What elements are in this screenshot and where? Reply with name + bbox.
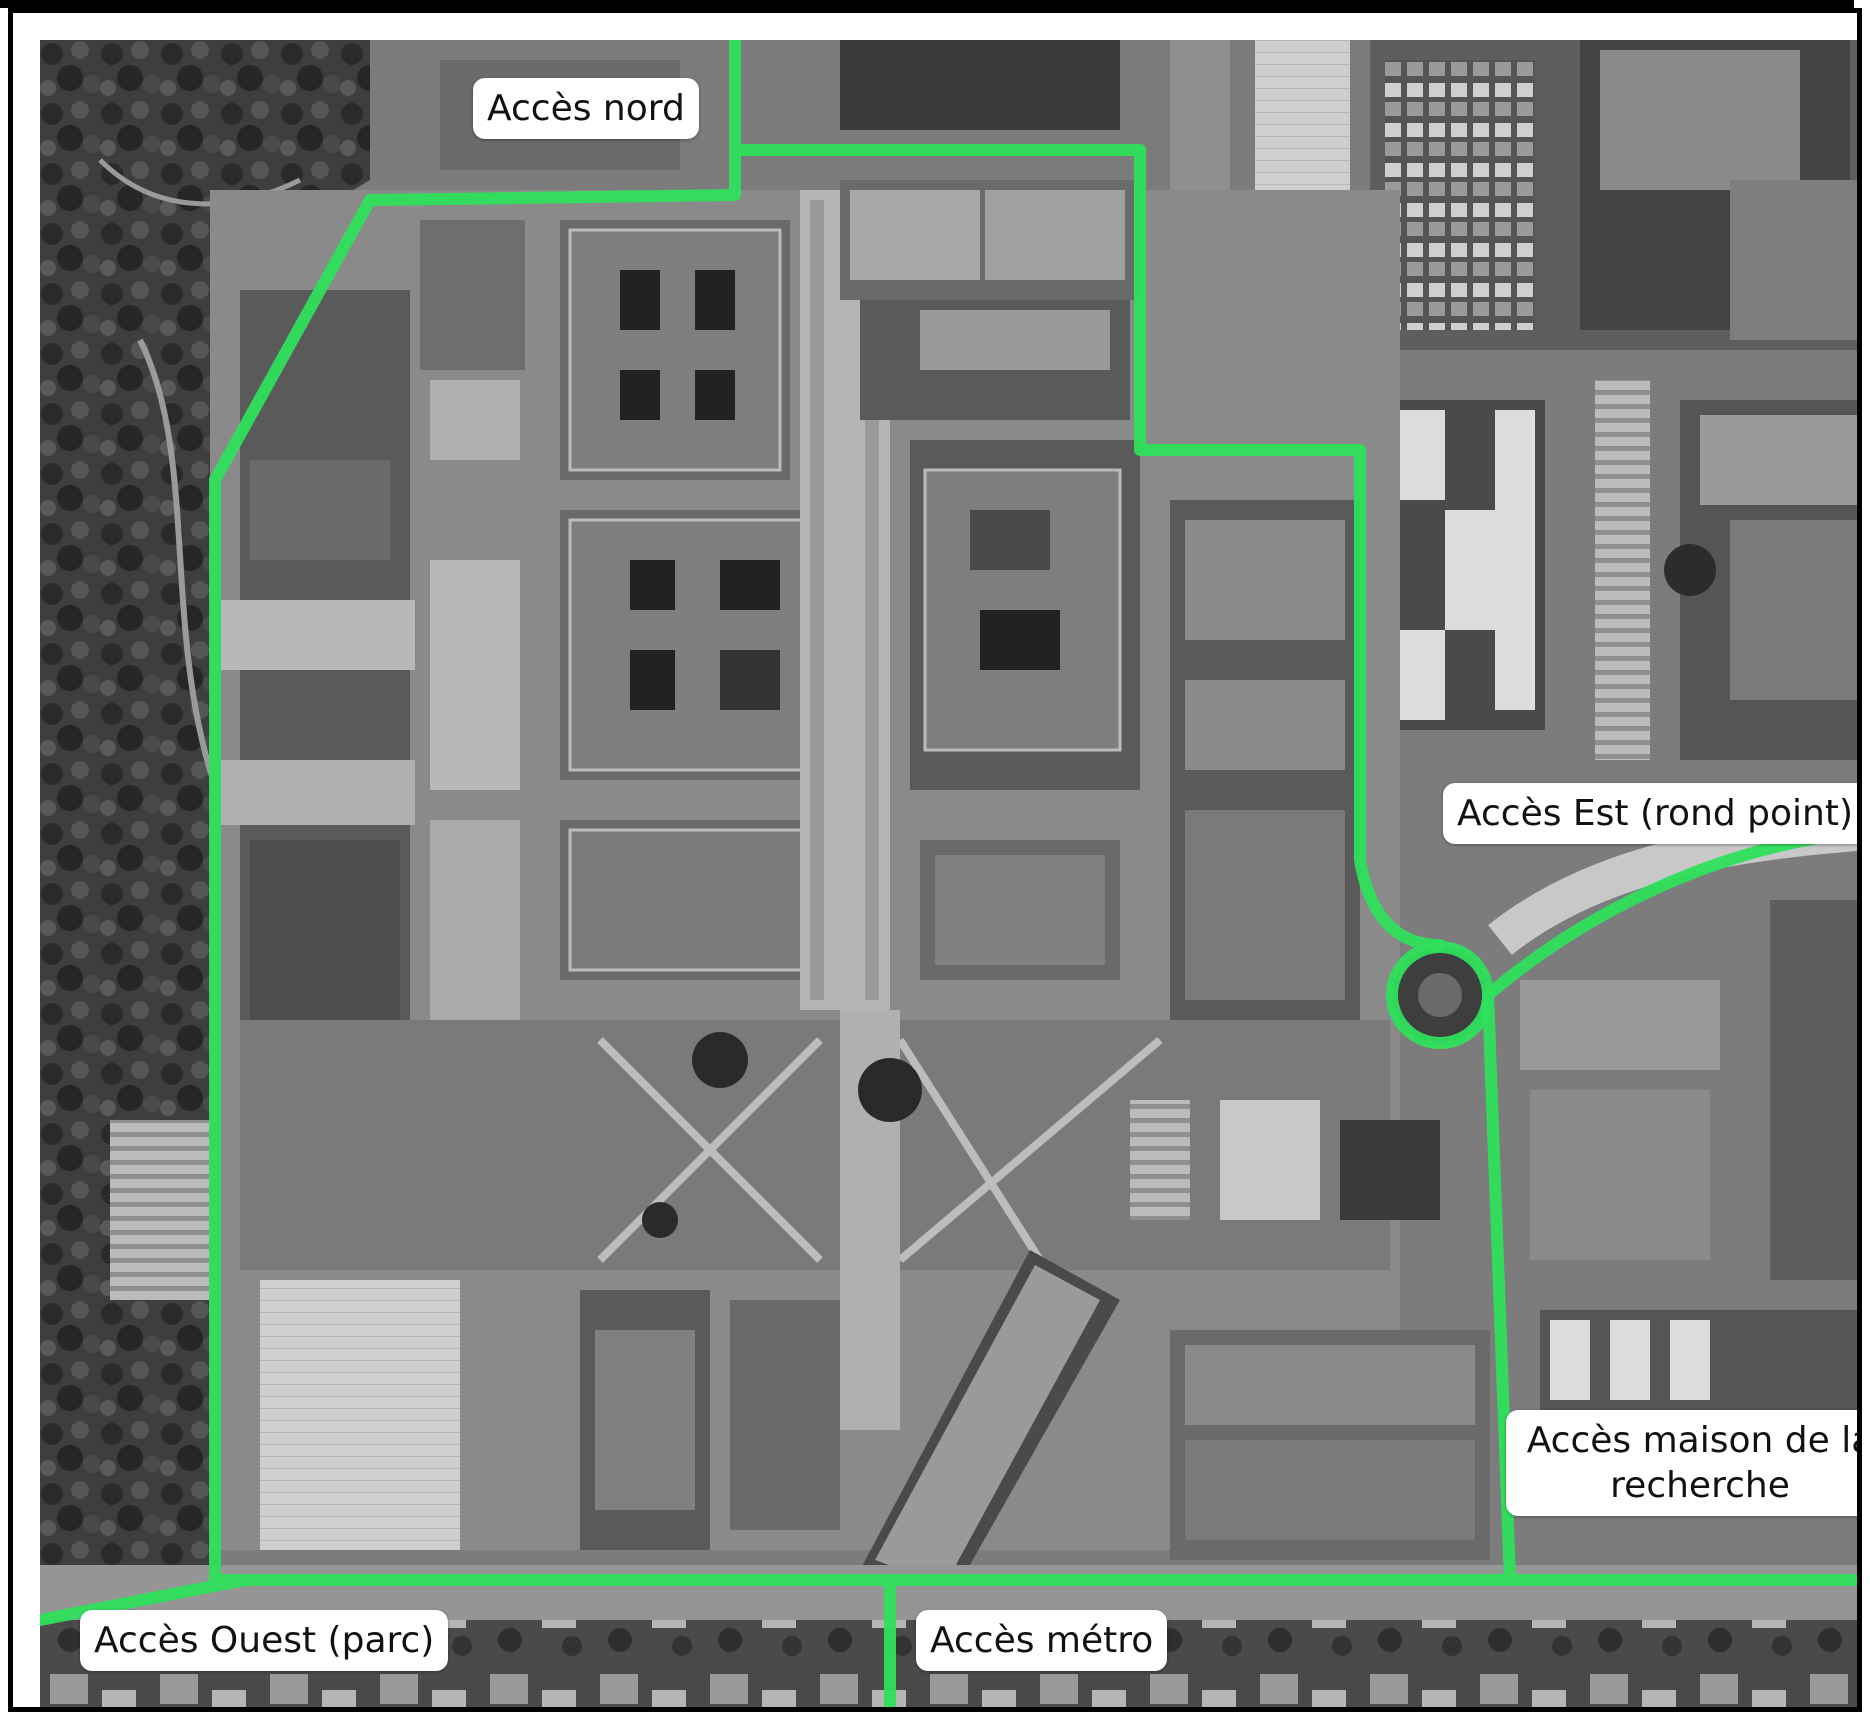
access-label-maison-recherche: Accès maison de la recherche	[1506, 1410, 1857, 1516]
access-label-nord: Accès nord	[473, 78, 699, 139]
access-label-metro: Accès métro	[916, 1610, 1168, 1671]
access-label-est: Accès Est (rond point)	[1443, 783, 1857, 844]
aerial-map-canvas	[40, 40, 1857, 1707]
map-frame: Accès nord Accès Est (rond point) Accès …	[8, 8, 1862, 1712]
title-strip-cropped	[0, 0, 1854, 8]
aerial-map[interactable]: Accès nord Accès Est (rond point) Accès …	[40, 40, 1857, 1707]
access-label-ouest: Accès Ouest (parc)	[80, 1610, 449, 1671]
